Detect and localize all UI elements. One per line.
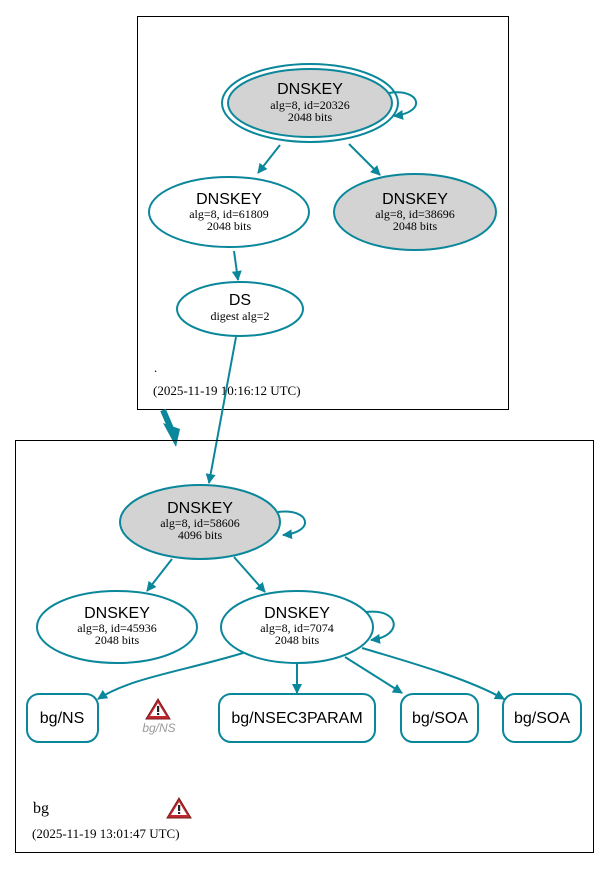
root-zsk1-title: DNSKEY — [196, 191, 262, 208]
bg-zone-cluster: DNSKEY alg=8, id=58606 4096 bits DNSKEY … — [15, 440, 594, 853]
zone-warning-triangle-icon[interactable] — [166, 797, 192, 819]
root-ksk-alg: alg=8, id=20326 — [270, 98, 350, 112]
bg-zsk2-title: DNSKEY — [264, 605, 330, 622]
bg-zsk1-bits: 2048 bits — [95, 633, 140, 647]
root-zsk2-bits: 2048 bits — [393, 219, 438, 233]
edge-bg-ksk-to-zsk2 — [233, 556, 266, 593]
bg-ksk-alg: alg=8, id=58606 — [160, 516, 240, 530]
rrset-bg-soa-1[interactable]: bg/SOA — [400, 693, 479, 743]
rrset-bg-ns-label: bg/NS — [40, 710, 84, 727]
edge-root-ksk-to-zsk1 — [257, 144, 281, 174]
root-ds-node[interactable]: DS digest alg=2 — [176, 281, 304, 337]
rrset-bg-ns[interactable]: bg/NS — [26, 693, 99, 743]
delegation-arrowhead — [163, 423, 180, 447]
root-zsk1-alg: alg=8, id=61809 — [189, 207, 269, 221]
root-zone-border — [137, 16, 509, 410]
rrset-bg-soa-2[interactable]: bg/SOA — [502, 693, 582, 743]
root-ksk-bits: 2048 bits — [288, 110, 333, 124]
edge-zsk2-to-soa2 — [361, 647, 505, 700]
root-ksk-self-loop — [388, 91, 417, 120]
edge-root-zsk1-to-ds — [231, 250, 242, 281]
bg-zone-name: bg — [33, 800, 49, 817]
bg-zone-border — [15, 440, 594, 853]
root-zone-cluster: DNSKEY alg=8, id=20326 2048 bits DNSKEY … — [137, 16, 509, 410]
root-zsk1-bits: 2048 bits — [207, 219, 252, 233]
ns-warning[interactable]: bg/NS — [142, 698, 176, 735]
root-zsk2-node[interactable]: DNSKEY alg=8, id=38696 2048 bits — [333, 173, 497, 251]
rrset-bg-soa-1-label: bg/SOA — [412, 710, 468, 727]
edge-bg-ksk-to-zsk1 — [146, 558, 173, 592]
root-zsk2-title: DNSKEY — [382, 191, 448, 208]
bg-zsk2-bits: 2048 bits — [275, 633, 320, 647]
bg-ksk-node[interactable]: DNSKEY alg=8, id=58606 4096 bits — [119, 484, 281, 560]
bg-ksk-bits: 4096 bits — [178, 528, 223, 542]
root-ds-title: DS — [229, 292, 251, 309]
root-zone-name: . — [154, 360, 157, 375]
rrset-bg-nsec3param-label: bg/NSEC3PARAM — [231, 710, 362, 727]
bg-zsk1-title: DNSKEY — [84, 605, 150, 622]
bg-zsk2-self-loop — [365, 610, 395, 644]
edge-ds-to-bg-ksk — [205, 336, 237, 484]
root-ksk-node[interactable]: DNSKEY alg=8, id=20326 2048 bits — [221, 63, 399, 143]
rrset-bg-nsec3param[interactable]: bg/NSEC3PARAM — [218, 693, 376, 743]
edge-zsk2-to-ns — [97, 652, 244, 700]
edge-root-ksk-to-zsk2 — [348, 143, 381, 176]
bg-ksk-self-loop — [277, 510, 306, 540]
edge-zsk2-to-soa1 — [344, 656, 403, 694]
root-zsk1-node[interactable]: DNSKEY alg=8, id=61809 2048 bits — [148, 176, 310, 248]
bg-ksk-title: DNSKEY — [167, 500, 233, 517]
rrset-bg-soa-2-label: bg/SOA — [514, 710, 570, 727]
bg-zsk2-alg: alg=8, id=7074 — [260, 621, 334, 635]
bg-zsk2-node[interactable]: DNSKEY alg=8, id=7074 2048 bits — [220, 590, 374, 664]
ns-warning-label: bg/NS — [142, 721, 175, 735]
root-ds-digest: digest alg=2 — [210, 309, 269, 323]
root-zsk2-alg: alg=8, id=38696 — [375, 207, 455, 221]
bg-zsk1-node[interactable]: DNSKEY alg=8, id=45936 2048 bits — [36, 590, 198, 664]
warning-triangle-icon — [145, 698, 171, 720]
bg-zsk1-alg: alg=8, id=45936 — [77, 621, 157, 635]
bg-zone-timestamp: (2025-11-19 13:01:47 UTC) — [32, 826, 180, 841]
root-ksk-title: DNSKEY — [277, 81, 343, 98]
